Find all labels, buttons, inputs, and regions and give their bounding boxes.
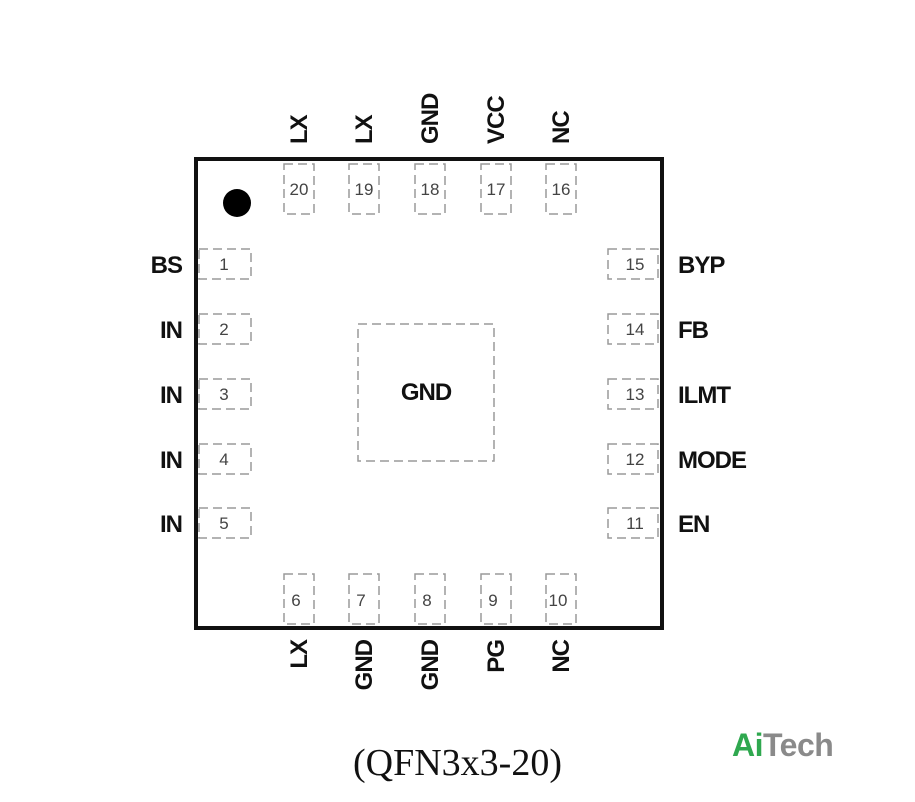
pin-name: ILMT (678, 382, 731, 409)
pin-1: 1 BS (151, 248, 252, 280)
pin-pad (283, 573, 315, 625)
pin-name: IN (160, 511, 182, 538)
pin-number: 11 (626, 514, 644, 533)
pin-name: LX (351, 114, 378, 144)
pin1-indicator-dot (223, 189, 251, 217)
pin-name: MODE (678, 447, 747, 474)
pin-name: VCC (483, 96, 510, 144)
pin-11: 11 EN (607, 507, 710, 539)
pin-name: PG (483, 640, 510, 673)
pin-5: 5 IN (160, 507, 252, 539)
pin-number: 19 (355, 180, 374, 199)
pin-pad (607, 378, 659, 410)
pin-name: LX (286, 639, 313, 669)
pin-6: 6LX (283, 573, 315, 669)
pin-number: 20 (290, 180, 309, 199)
pin-16: 16 NC (545, 111, 577, 215)
pin-name: EN (678, 511, 709, 538)
pin-pad (198, 313, 252, 345)
pin-pad (607, 248, 659, 280)
exposed-pad-label: GND (401, 379, 452, 406)
pin-15: 15 BYP (607, 248, 726, 280)
pin-pad (198, 443, 252, 475)
pin-pad (607, 507, 659, 539)
pin-pad (348, 573, 380, 625)
pin-name: GND (351, 639, 378, 690)
pin-number: 2 (219, 320, 228, 339)
pin-name: GND (417, 93, 444, 144)
pin-name: NC (548, 639, 575, 672)
package-body (194, 157, 664, 630)
pin-pad (480, 163, 512, 215)
pin-name: LX (286, 114, 313, 144)
pin-number: 13 (626, 385, 645, 404)
pin-name: BS (151, 252, 183, 279)
pin-number: 1 (219, 255, 228, 274)
pin-name: FB (678, 317, 709, 344)
pin-19: 19 LX (348, 114, 380, 215)
pin-18: 18 GND (414, 93, 446, 215)
pin-20: 20 LX (283, 114, 315, 215)
pin-pad (414, 573, 446, 625)
pin-12: 12 MODE (607, 443, 748, 475)
exposed-pad (357, 323, 495, 462)
pin-pad (545, 163, 577, 215)
pin-pad (198, 248, 252, 280)
pin-4: 4 IN (160, 443, 252, 475)
pin-pad (198, 378, 252, 410)
pin-number: 7 (356, 591, 365, 610)
pin-name: IN (160, 317, 182, 344)
pin-number: 15 (626, 255, 645, 274)
pin-3: 3 IN (160, 378, 252, 410)
pin-2: 2 IN (160, 313, 252, 345)
package-label: (QFN3x3-20) (353, 742, 562, 784)
pin-number: 5 (219, 514, 228, 533)
pin-17: 17 VCC (480, 96, 512, 215)
pin-name: IN (160, 382, 182, 409)
pin-pad (607, 313, 659, 345)
pin-pad (283, 163, 315, 215)
pin-13: 13 ILMT (607, 378, 732, 410)
pin-number: 8 (422, 591, 431, 610)
pin-pad (414, 163, 446, 215)
pin-number: 16 (552, 180, 571, 199)
pin-9: 9PG (480, 573, 512, 673)
pin-number: 3 (219, 385, 228, 404)
pin-14: 14 FB (607, 313, 710, 345)
pin-number: 9 (488, 591, 497, 610)
pin-name: IN (160, 447, 182, 474)
pin-pad (545, 573, 577, 625)
pin-number: 10 (549, 591, 568, 610)
pin-number: 12 (626, 450, 645, 469)
pin-number: 6 (291, 591, 300, 610)
pin-number: 14 (626, 320, 645, 339)
pin-name: NC (548, 111, 575, 144)
brand-ai: Ai (732, 727, 764, 763)
pin-name: BYP (678, 252, 725, 279)
pin-number: 18 (421, 180, 440, 199)
brand-logo: AiTech (732, 727, 834, 764)
pin-pad (607, 443, 659, 475)
brand-tech: Tech (763, 727, 834, 763)
pin-pad (348, 163, 380, 215)
pin-pad (198, 507, 252, 539)
pin-name: GND (417, 639, 444, 690)
pin-number: 4 (219, 450, 228, 469)
pin-number: 17 (487, 180, 506, 199)
pin-pad (480, 573, 512, 625)
